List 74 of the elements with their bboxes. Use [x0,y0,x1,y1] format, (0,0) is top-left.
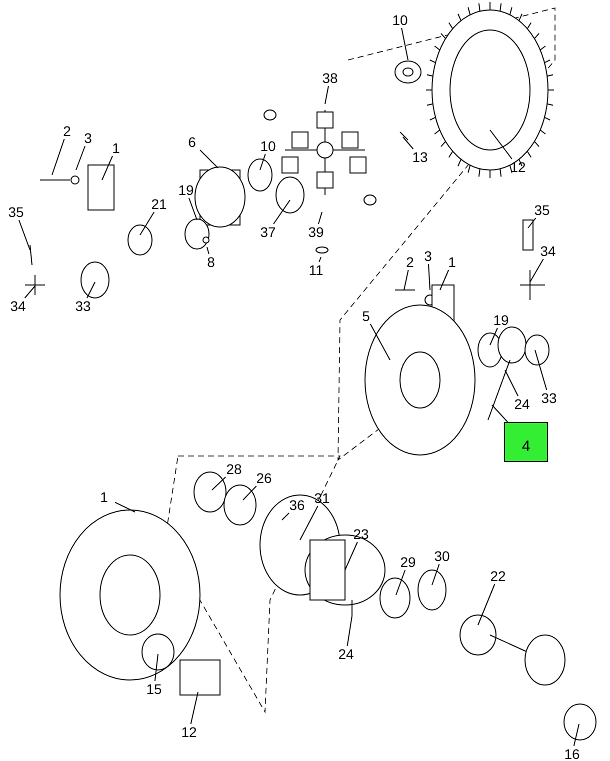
callout-number: 10 [389,12,411,28]
leader-line [534,350,548,390]
leader-line [18,220,30,250]
callout-number: 31 [311,490,333,506]
callout-number: 6 [181,134,203,150]
callout-number: 8 [200,254,222,270]
leader-line [188,198,198,220]
leader-line [206,246,210,254]
callout-number: 29 [397,554,419,570]
highlighted-callout-number: 4 [504,422,548,462]
leader-line [212,476,226,490]
callout-number: 22 [487,568,509,584]
leader-line [24,286,36,298]
callout-number: 11 [305,262,327,278]
leader-line [318,212,322,224]
leader-line [404,270,409,290]
leader-line [530,258,544,282]
leader-line [282,512,290,520]
leader-line [401,28,408,60]
leader-line [490,130,512,160]
callout-number: 35 [5,204,27,220]
leader-line [432,564,440,586]
callout-number: 36 [286,497,308,513]
callout-number: 34 [7,298,29,314]
callout-number: 13 [409,149,431,165]
leader-line [324,86,329,104]
callout-number: 1 [105,140,127,156]
leader-line [52,138,65,176]
leader-line [260,154,266,170]
callout-number: 5 [355,308,377,324]
leader-line [273,200,290,224]
leader-line [573,724,580,746]
leader-line [242,486,257,500]
leader-line [76,146,86,170]
callout-number: 30 [431,548,453,564]
leader-line [490,328,498,346]
callout-number: 16 [561,746,583,761]
leader-line [504,370,518,396]
leader-line [492,404,508,422]
leader-line [440,270,450,290]
leader-line [86,282,96,298]
leader-line [114,502,136,512]
leader-line [318,256,322,262]
callout-number: 24 [511,396,533,412]
callout-number: 23 [350,526,372,542]
callout-number: 2 [56,123,78,139]
callout-number: 1 [93,489,115,505]
callout-number: 19 [490,312,512,328]
callout-number: 37 [257,224,279,240]
leader-line [478,584,496,626]
leader-line [370,324,390,360]
leader-line [528,218,536,228]
callout-number: 19 [175,182,197,198]
callout-number: 34 [537,243,559,259]
callout-number: 3 [77,130,99,146]
callout-number: 33 [538,390,560,406]
callout-number: 1 [441,254,463,270]
callout-number: 10 [257,138,279,154]
callout-number: 21 [148,196,170,212]
callout-number: 24 [335,646,357,662]
leader-line [428,264,430,290]
leader-line [402,136,414,150]
leader-line [346,616,352,646]
callout-number: 26 [253,470,275,486]
callout-number: 28 [223,461,245,477]
callout-number: 38 [319,70,341,86]
leader-line [190,692,198,724]
callout-number: 15 [143,681,165,697]
callout-number: 33 [72,298,94,314]
leader-line [140,212,155,236]
callout-number: 12 [178,724,200,740]
callout-number: 35 [531,202,553,218]
callout-number: 39 [305,224,327,240]
leader-line [200,150,218,168]
